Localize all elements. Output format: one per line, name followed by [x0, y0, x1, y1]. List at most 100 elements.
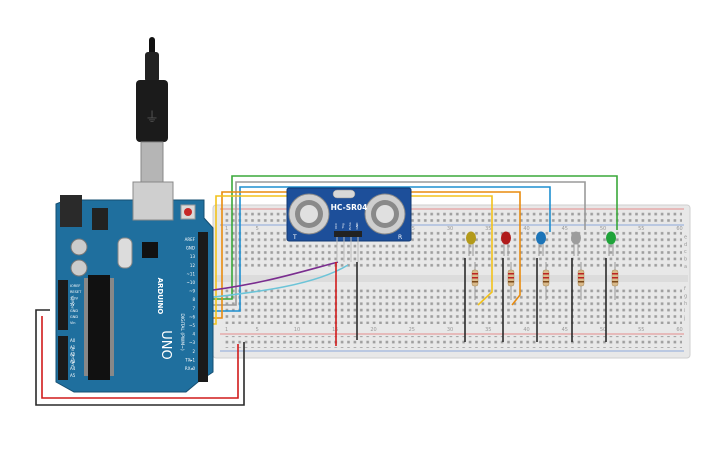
column-number-bottom: 50 [600, 327, 606, 333]
crystal-oscillator [332, 189, 356, 199]
arduino-model-label: UNO [158, 330, 173, 359]
pin-label-gnd: GND [355, 222, 359, 230]
row-letter: j [683, 316, 685, 322]
analog-pin-label: A5 [70, 373, 76, 378]
row-letter: f [684, 286, 686, 292]
column-number-top: 30 [447, 226, 453, 232]
row-letter: a [684, 264, 687, 270]
resistor-1 [471, 262, 479, 300]
pin-label-vcc: VCC [334, 223, 338, 229]
power-pin-label: GND [70, 309, 78, 313]
led-body [501, 231, 511, 245]
pin-label-echo: Echo [348, 222, 352, 229]
analog-pin-label: A2 [70, 352, 76, 357]
power-pin-label: Vin [70, 321, 76, 325]
power-pin-label: 5V [70, 303, 75, 307]
crystal [117, 237, 133, 269]
column-number-bottom: 45 [562, 327, 568, 333]
analog-pin-label: A1 [70, 345, 76, 350]
digital-pin-label: ~10 [187, 280, 196, 285]
digital-pin-label: 13 [190, 254, 196, 259]
column-number-bottom: 10 [294, 327, 300, 333]
digital-pin-label: GND [186, 246, 195, 251]
sensor-pin-header [334, 231, 362, 237]
row-letter: h [684, 301, 687, 307]
power-pin-label: 3.3V [70, 296, 79, 300]
column-number-bottom: 5 [256, 327, 259, 333]
column-number-bottom: 20 [370, 327, 376, 333]
voltage-regulator [92, 208, 108, 230]
power-header [58, 280, 68, 330]
column-number-top: 45 [562, 226, 568, 232]
wire-green [197, 175, 618, 300]
led-2 [501, 231, 511, 256]
bottom-power-rail [222, 336, 682, 348]
digital-pin-label: 4 [192, 332, 195, 337]
resistor-2 [507, 262, 515, 300]
column-number-bottom: 35 [485, 327, 491, 333]
digital-pin-label: RX◂0 [185, 366, 196, 371]
led-row [466, 231, 619, 300]
capacitor-2 [70, 259, 88, 277]
led-3 [536, 231, 546, 256]
digital-pin-label: 2 [192, 349, 195, 354]
usb-cable: ⏚ [136, 37, 168, 183]
atmega-chip [88, 275, 110, 380]
row-letter: e [684, 234, 687, 240]
digital-pin-label: TX▸1 [184, 357, 195, 362]
sensor-model-label: HC-SR04 [331, 203, 368, 212]
ultrasonic-sensor: HC-SR04 VCC Trig Echo GND T R [286, 187, 412, 262]
row-letter: d [684, 242, 687, 248]
resistor-4 [577, 262, 585, 300]
led-4 [571, 231, 581, 256]
column-number-top: 50 [600, 226, 606, 232]
cable-strain-relief [145, 52, 159, 82]
power-pin-label: GND [70, 315, 78, 319]
wire-gray [197, 181, 586, 306]
wire-blue [197, 186, 551, 312]
digital-header-label: DIGITAL (PWM~) [179, 313, 185, 351]
power-pin-label: RESET [70, 290, 82, 294]
row-letter: i [684, 308, 685, 314]
arduino-uno-board: ARDUINO UNO DIGITAL (PWM~) POWER ANALOG … [55, 181, 214, 393]
sensor-side-r: R [398, 234, 402, 241]
column-number-bottom: 60 [676, 327, 682, 333]
row-letter: b [684, 257, 687, 263]
capacitor-1 [70, 238, 88, 256]
column-number-top: 55 [638, 226, 644, 232]
digital-pin-label: ~3 [189, 340, 195, 345]
wires [35, 175, 618, 406]
column-number-bottom: 25 [409, 327, 415, 333]
center-channel [215, 275, 688, 282]
analog-header [58, 336, 68, 380]
digital-pin-label: ~11 [187, 271, 196, 276]
led-5 [606, 231, 616, 256]
wire-black-gnd [35, 309, 245, 406]
column-number-top: 60 [676, 226, 682, 232]
resistor-3 [542, 262, 550, 300]
led-1 [466, 231, 476, 256]
digital-pin-label: ~6 [189, 314, 195, 319]
dc-power-jack [60, 195, 82, 227]
resistor-5 [611, 262, 619, 300]
column-number-top: 25 [409, 226, 415, 232]
led-body [536, 231, 546, 245]
column-number-top: 5 [256, 226, 259, 232]
row-letter: g [684, 293, 687, 299]
wire-red-5v [41, 316, 239, 399]
arduino-brand-label: ARDUINO [156, 278, 164, 315]
digital-pin-label: 7 [192, 306, 195, 311]
row-letter: c [684, 249, 687, 255]
wire-purple [196, 261, 339, 293]
led-body [466, 231, 476, 245]
analog-pin-label: A4 [70, 366, 76, 371]
digital-pin-label: ~5 [189, 323, 195, 328]
digital-header [198, 232, 208, 382]
sensor-side-t: T [292, 234, 297, 241]
analog-header-label: ANALOG IN [71, 347, 75, 367]
analog-pin-label: A3 [70, 359, 76, 364]
